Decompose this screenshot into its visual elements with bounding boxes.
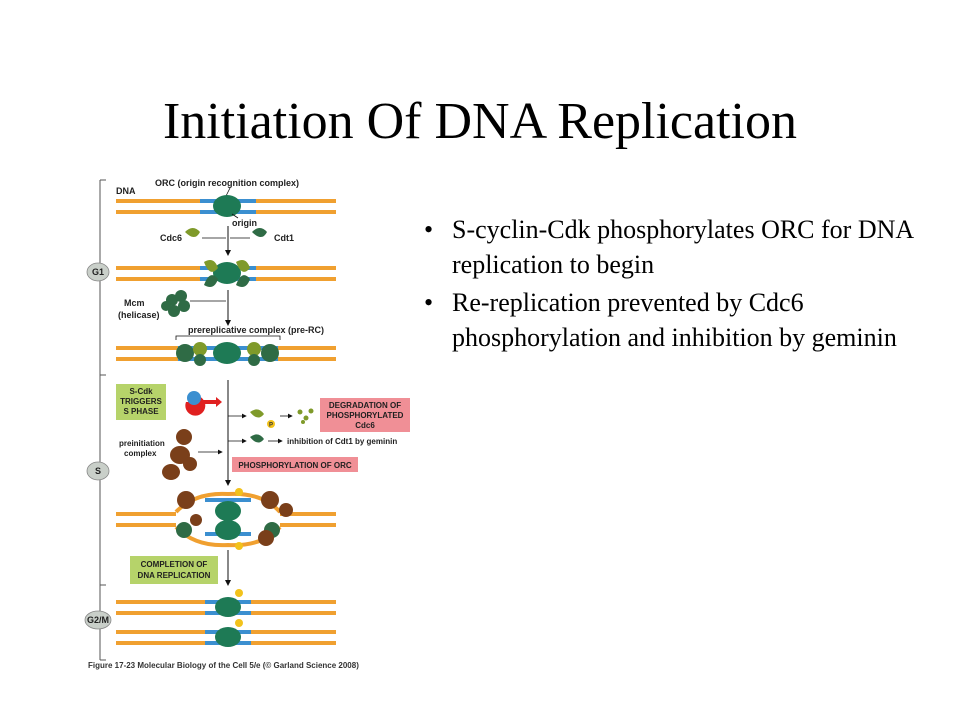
svg-text:P: P xyxy=(269,423,273,429)
svg-text:Cdc6: Cdc6 xyxy=(355,421,375,430)
pre-rc-label: prereplicative complex (pre-RC) xyxy=(188,325,324,335)
phase-badge-g2m: G2/M xyxy=(84,610,112,630)
pre-rc-complex xyxy=(176,342,279,366)
daughter-dna-2 xyxy=(116,619,336,647)
cdc6-protein xyxy=(185,228,200,237)
degradation-box: DEGRADATION OF PHOSPHORYLATED Cdc6 xyxy=(320,398,410,432)
cdt1-protein xyxy=(252,228,267,237)
s-cdk-box: S-Cdk TRIGGERS S PHASE xyxy=(116,384,166,420)
bullet-item: • Re-replication prevented by Cdc6 phosp… xyxy=(424,285,944,355)
orc-complex xyxy=(213,195,241,217)
svg-text:DNA REPLICATION: DNA REPLICATION xyxy=(138,571,211,580)
bullet-item: • S-cyclin-Cdk phosphorylates ORC for DN… xyxy=(424,212,944,282)
orc-label: ORC (origin recognition complex) xyxy=(155,178,299,188)
svg-text:PHOSPHORYLATED: PHOSPHORYLATED xyxy=(327,411,404,420)
mcm-label: Mcm xyxy=(124,298,145,308)
degraded-cdc6 xyxy=(297,408,314,424)
svg-text:DEGRADATION OF: DEGRADATION OF xyxy=(329,401,401,410)
geminin-label: inhibition of Cdt1 by geminin xyxy=(287,437,397,446)
preinit-label-sub: complex xyxy=(124,449,157,458)
svg-text:G2/M: G2/M xyxy=(87,615,109,625)
orc-pointer xyxy=(225,187,231,197)
bullet-list: • S-cyclin-Cdk phosphorylates ORC for DN… xyxy=(424,212,944,358)
preinitiation-complex xyxy=(162,429,197,480)
svg-text:COMPLETION OF: COMPLETION OF xyxy=(141,560,208,569)
preinit-label: preinitiation xyxy=(119,439,165,448)
bullet-dot: • xyxy=(424,215,434,244)
phase-badge-g1: G1 xyxy=(86,262,110,282)
bullet-dot: • xyxy=(424,288,434,317)
svg-text:G1: G1 xyxy=(92,267,104,277)
svg-text:S PHASE: S PHASE xyxy=(123,407,159,416)
mcm-helicase xyxy=(161,290,190,317)
cdt1-label: Cdt1 xyxy=(274,233,294,243)
dna-label: DNA xyxy=(116,186,136,196)
mcm-label-sub: (helicase) xyxy=(118,310,160,320)
svg-text:PHOSPHORYLATION OF ORC: PHOSPHORYLATION OF ORC xyxy=(238,461,352,470)
bullet-text: S-cyclin-Cdk phosphorylates ORC for DNA … xyxy=(452,215,913,279)
daughter-dna-1 xyxy=(116,589,336,617)
slide-title: Initiation Of DNA Replication xyxy=(162,93,797,150)
origin-label: origin xyxy=(232,218,257,228)
phase-bracket xyxy=(99,179,106,661)
svg-text:TRIGGERS: TRIGGERS xyxy=(120,397,162,406)
figure-caption: Figure 17-23 Molecular Biology of the Ce… xyxy=(88,661,359,670)
bullet-text: Re-replication prevented by Cdc6 phospho… xyxy=(452,288,897,352)
svg-text:S: S xyxy=(95,466,101,476)
phos-orc-box: PHOSPHORYLATION OF ORC xyxy=(232,457,358,472)
replication-bubble xyxy=(116,488,336,550)
phase-badge-s: S xyxy=(86,461,110,481)
completion-box: COMPLETION OF DNA REPLICATION xyxy=(130,556,218,584)
svg-text:S-Cdk: S-Cdk xyxy=(129,387,153,396)
s-cdk-complex xyxy=(185,391,206,416)
cdc6-label: Cdc6 xyxy=(160,233,182,243)
